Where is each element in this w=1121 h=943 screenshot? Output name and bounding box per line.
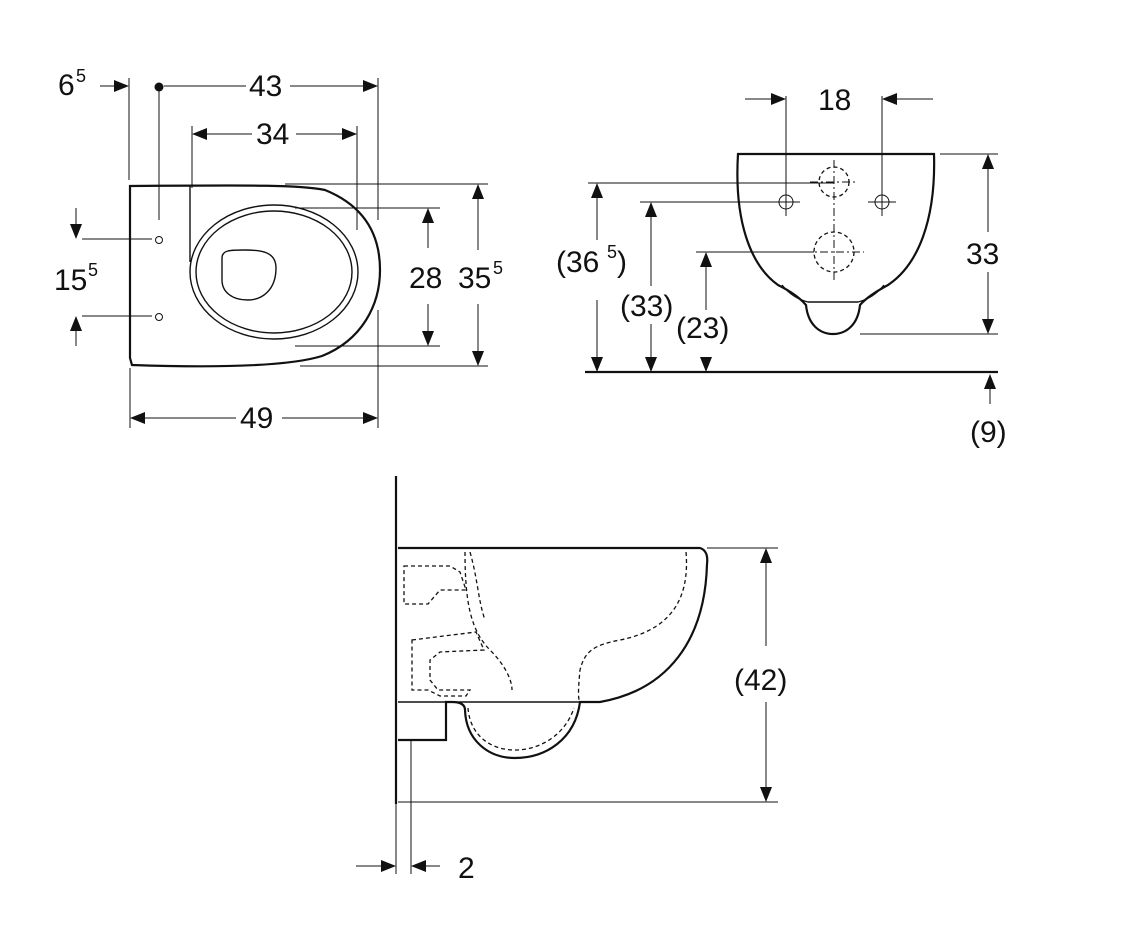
mounting-hole-upper [155, 236, 163, 244]
front-view: 18 (36 5 ) (33) (23) 33 (9) [556, 84, 1007, 449]
dim-width-43: 43 [249, 70, 282, 103]
dim-hole-spacing: 15 [54, 264, 87, 297]
mounting-hole-lower [155, 313, 163, 321]
side-view: (42) 2 [356, 476, 787, 885]
dim-height-365-close: ) [617, 246, 627, 279]
dim-height-33: 33 [966, 238, 999, 271]
bowl-front-outline [736, 152, 936, 336]
drain-opening [221, 249, 277, 301]
dim-floor-9: (9) [970, 416, 1007, 449]
dim-depth-355-sup: 5 [493, 258, 503, 278]
seat-ring-inner [195, 210, 353, 334]
dim-top-offset: 6 [58, 69, 75, 102]
dim-depth-355: 35 [458, 262, 491, 295]
dim-height-365-sup: 5 [607, 242, 617, 262]
dim-height-33-paren: (33) [620, 290, 673, 323]
seat-ring-outer [189, 204, 359, 340]
dim-height-42: (42) [734, 664, 787, 697]
bowl-top-outline [128, 184, 382, 368]
top-view: 6 5 43 34 15 5 28 35 5 [54, 66, 503, 435]
dim-depth-28: 28 [409, 262, 442, 295]
dim-wall-gap: 2 [458, 852, 475, 885]
dim-length-49: 49 [240, 402, 273, 435]
dim-width-34: 34 [256, 118, 289, 151]
outlet-curve [781, 284, 885, 303]
dim-hole-spacing-sup: 5 [88, 260, 98, 280]
dim-top-offset-sup: 5 [76, 66, 86, 86]
dim-height-365: (36 [556, 246, 599, 279]
dim-height-23: (23) [676, 312, 729, 345]
dim-bolt-spacing: 18 [818, 84, 851, 117]
bowl-side-outline [398, 546, 709, 760]
